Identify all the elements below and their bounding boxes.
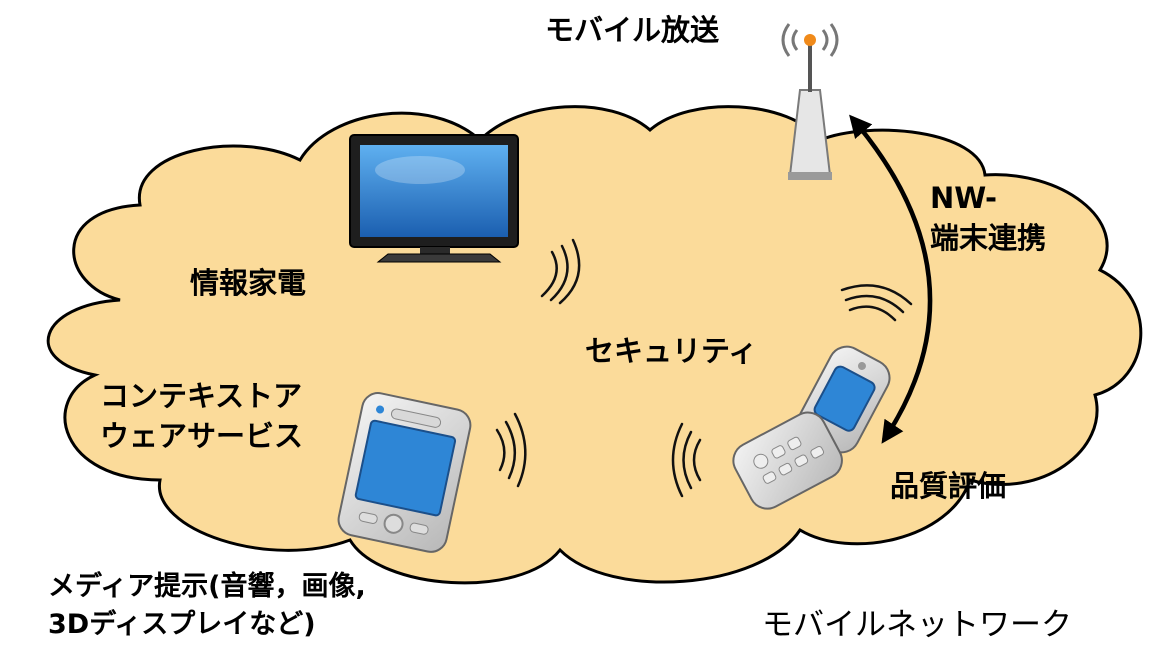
double-headed-arrow <box>849 114 933 444</box>
antenna-tower-icon <box>781 23 839 180</box>
label-quality: 品質評価 <box>890 469 1007 503</box>
label-mobile-network: モバイルネットワーク <box>762 607 1072 643</box>
pda-icon <box>337 392 472 553</box>
television-icon <box>349 134 519 263</box>
label-security: セキュリティ <box>585 334 758 368</box>
label-context-line2: ウェアサービス <box>100 419 304 453</box>
label-media-line2: 3Dディスプレイなど) <box>48 609 316 640</box>
label-context-line1: コンテキストア <box>100 379 303 413</box>
label-info-appliance: 情報家電 <box>190 266 307 300</box>
label-nw-terminal-line2: 端末連携 <box>930 221 1047 255</box>
label-media-line1: メディア提示(音響，画像, <box>48 571 366 602</box>
label-nw-terminal-line1: NW- <box>930 181 997 215</box>
label-mobile-broadcast: モバイル放送 <box>545 13 720 47</box>
